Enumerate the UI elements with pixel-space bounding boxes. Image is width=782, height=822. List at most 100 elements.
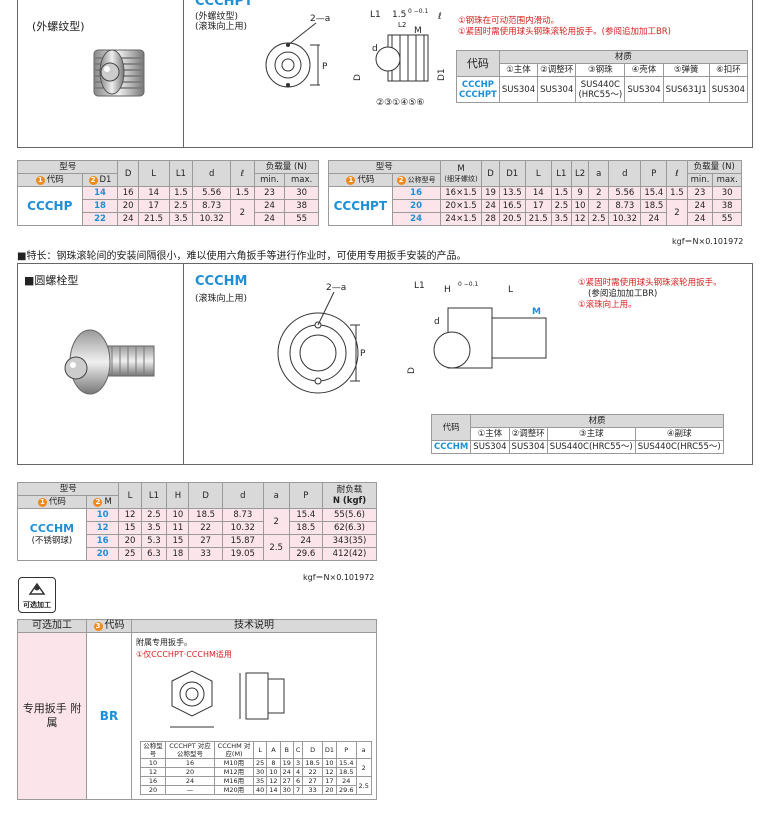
opt-dim-h: C xyxy=(292,741,304,759)
chpt-l-merged: 2 xyxy=(666,199,688,226)
chpt-col: ℓ xyxy=(666,160,688,187)
dim-l1: L1 xyxy=(370,10,381,20)
chpt-cell: 18.5 xyxy=(640,199,668,213)
top-material-table: 代码 材质 ①主体 ②调整环 ③钢珠 ④壳体 ⑤弹簧 ⑥扣环 CCCHP CCC… xyxy=(456,50,749,103)
mid-mat-code-header: 代码 xyxy=(430,414,472,441)
wrench-drawing xyxy=(170,670,285,728)
opt-dim-cell: 25 xyxy=(252,758,268,768)
mid-material-table: 代码 材质 ①主体 ②调整环 ③主球 ④副球 CCCHM SUS304 SUS3… xyxy=(430,414,724,454)
chm-col: H xyxy=(166,482,190,509)
opt-dim-cell: 10 xyxy=(266,767,281,777)
opt-dim-cell: 15.4 xyxy=(336,758,357,768)
chp-cell: 8.73 xyxy=(192,199,231,213)
opt-dim-cell: 30 xyxy=(252,767,268,777)
chm-cell: 29.6 xyxy=(288,547,323,561)
opt-dim-cell: 17 xyxy=(321,776,338,786)
opt-dim-cell: 12 xyxy=(140,767,166,777)
mid-mat-cell: SUS304 xyxy=(470,440,510,454)
chm-cell: 10 xyxy=(85,508,120,522)
chm-load-label: 耐负载 xyxy=(336,484,363,495)
chpt-col: D xyxy=(481,160,500,187)
mat-col: ①主体 xyxy=(498,63,539,77)
chm-cell: 15.4 xyxy=(288,508,323,522)
chpt-col: D1 xyxy=(498,160,526,187)
opt-name: 专用扳手 附属 xyxy=(17,632,87,800)
mid-drawing: 2—a P L1 H 0 −0.1 L M d D xyxy=(277,281,547,394)
opt-icon-label: 可选加工 xyxy=(23,601,51,609)
chp-col: D xyxy=(117,160,139,187)
mid-note-3: ①滚珠向上用。 xyxy=(578,300,637,310)
chm-cell: 19.05 xyxy=(221,547,264,561)
opt-dim-cell: 27 xyxy=(302,776,323,786)
chpt-col: d xyxy=(608,160,642,187)
top-panel: (外螺纹型) CCCHPT (外螺纹型) (滚珠向上用) 2—a P L1 1.… xyxy=(17,0,753,148)
product-photo-thread xyxy=(93,49,145,97)
chpt-cell: 24 xyxy=(391,212,441,226)
chp-cell: 24 xyxy=(253,212,286,226)
chpt-cell: 2 xyxy=(588,186,610,200)
chp-cell: 10.32 xyxy=(192,212,231,226)
dim-m: M xyxy=(414,26,422,36)
chm-cell: 20 xyxy=(85,547,120,561)
chp-cell: 5.56 xyxy=(192,186,231,200)
table-row: 12 20 M12用 30 10 24 4 22 12 18.5 xyxy=(140,767,372,777)
chm-model-header: 型号 xyxy=(16,482,120,496)
opt-code: BR xyxy=(86,632,132,800)
mid-image-panel: ■圆螺栓型 xyxy=(18,264,184,464)
opt-dim-h: L xyxy=(252,741,268,759)
opt-desc-header: 技术说明 xyxy=(131,619,377,633)
mid-mat-col: ③主球 xyxy=(546,427,636,441)
opt-dim-cell: 16 xyxy=(140,776,166,786)
opt-dim-cell: 10 xyxy=(321,758,338,768)
mat-cell: SUS304 xyxy=(537,76,577,103)
table-row: 10 16 M10用 25 8 19 3 18.5 10 15.4 2 xyxy=(140,758,372,777)
chm-cell: 16 xyxy=(85,534,120,548)
mat-material-header: 材质 xyxy=(498,50,749,64)
chm-col: L xyxy=(118,482,142,509)
opt-dim-h: P xyxy=(336,741,357,759)
top-subtitle-1: (外螺纹型) xyxy=(195,12,239,22)
opt-dim-cell: M12用 xyxy=(214,767,254,777)
chm-cell: 3.5 xyxy=(140,521,168,535)
chpt-cell: 16.5 xyxy=(498,199,526,213)
chp-cell: 1.5 xyxy=(168,186,194,200)
chpt-code: CCCHPT xyxy=(328,186,393,226)
dim-d: d xyxy=(372,44,378,54)
opt-desc-2: ①仅CCCHPT·CCCHM适用 xyxy=(136,650,232,659)
chpt-m-label: M xyxy=(457,163,465,174)
mid-title: CCCHM xyxy=(195,274,248,289)
chp-cell: 3.5 xyxy=(168,212,194,226)
chm-cell: 24 xyxy=(288,534,323,548)
feature-text: ■特长：钢珠滚轮间的安装间隔很小，难以使用六角扳手等进行作业时，可使用专用扳手安… xyxy=(17,251,467,262)
mat-code: CCCHPT xyxy=(459,89,497,100)
chpt-col: L xyxy=(524,160,552,187)
chp-col: L1 xyxy=(168,160,194,187)
chm-cell: 55(5.6) xyxy=(321,508,378,522)
chpt-cell: 24 xyxy=(481,199,500,213)
chp-load-header: 负载量 (N) xyxy=(253,160,320,174)
opt-dim-cell: 27 xyxy=(279,776,294,786)
opt-dim-cell: 24 xyxy=(336,776,357,786)
mid-dim-d-outer: D xyxy=(407,367,417,374)
chpt-cell: 24 xyxy=(640,212,668,226)
chm-m-label: M xyxy=(104,497,112,507)
opt-dim-cell: 6 xyxy=(292,776,304,786)
section-label: (外螺纹型) xyxy=(32,20,85,33)
chm-cell: 18 xyxy=(166,547,190,561)
mat-cell: SUS304 xyxy=(624,76,664,103)
mid-dim-l1: L1 xyxy=(414,281,425,291)
chp-l-merged: 2 xyxy=(229,199,255,226)
dim-l2: L2 xyxy=(398,21,406,29)
opt-dim-cell: 20 xyxy=(165,767,215,777)
chpt-cell: 19 xyxy=(481,186,500,200)
opt-dim-a2: 2.5 xyxy=(355,776,372,795)
opt-dim-h: a xyxy=(355,741,372,759)
opt-dim-cell: M16用 xyxy=(214,776,254,786)
opt-dim-h: 公称型号 xyxy=(140,741,166,759)
chm-col: d xyxy=(221,482,264,509)
opt-dim-table: 公称型号 CCCHPT 对应公称型号 CCCHM 对应(M) L A B C D… xyxy=(140,741,372,795)
chm-cell: 343(35) xyxy=(321,534,378,548)
chpt-cell: 24×1.5 xyxy=(439,212,483,226)
wrench-icon xyxy=(28,582,46,595)
